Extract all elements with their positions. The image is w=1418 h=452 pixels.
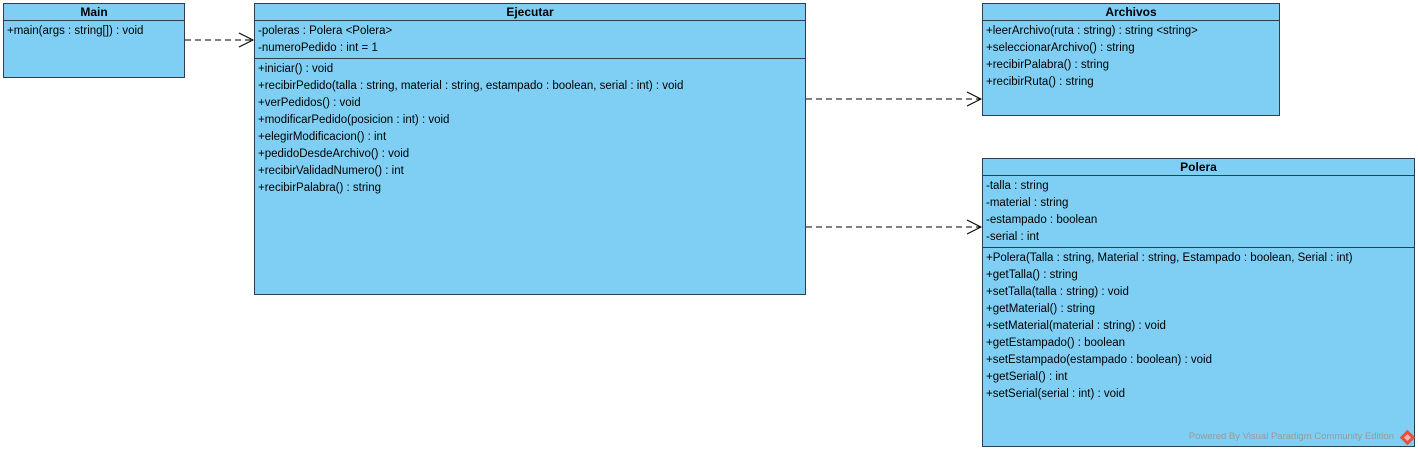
class-name-main: Main	[4, 4, 184, 21]
operation-row: +getSerial() : int	[986, 371, 1068, 383]
operation-row: +recibirPedido(talla : string, material …	[258, 80, 684, 92]
operation-row: +recibirValidadNumero() : int	[258, 165, 404, 177]
attribute-row: -talla : string	[986, 180, 1049, 192]
operation-row: +getMaterial() : string	[986, 303, 1095, 315]
class-name-archivos: Archivos	[983, 4, 1279, 21]
operations-compartment: +leerArchivo(ruta : string) : string <st…	[983, 21, 1279, 92]
operation-row: +setMaterial(material : string) : void	[986, 320, 1166, 332]
dependency-main-ejecutar	[185, 32, 255, 48]
operation-row: +getEstampado() : boolean	[986, 337, 1126, 349]
watermark-text: Powered By Visual Paradigm Community Edi…	[1188, 431, 1394, 442]
attribute-row: -material : string	[986, 197, 1069, 209]
operation-row: +recibirPalabra() : string	[258, 182, 382, 194]
attribute-row: -serial : int	[986, 231, 1040, 243]
class-name-ejecutar: Ejecutar	[255, 4, 805, 21]
operation-row: +setSerial(serial : int) : void	[986, 388, 1126, 400]
operation-row: +verPedidos() : void	[258, 97, 361, 109]
attribute-row: -estampado : boolean	[986, 214, 1098, 226]
operation-row: +leerArchivo(ruta : string) : string <st…	[986, 25, 1198, 37]
operation-row: +iniciar() : void	[258, 63, 334, 75]
class-polera[interactable]: Polera -talla : string -material : string…	[982, 158, 1415, 447]
attributes-compartment: -poleras : Polera <Polera> -numeroPedido …	[255, 21, 805, 59]
operations-compartment: +Polera(Talla : string, Material : strin…	[983, 248, 1414, 404]
operation-row: +elegirModificacion() : int	[258, 131, 387, 143]
dependency-ejecutar-archivos	[806, 91, 983, 107]
attribute-row: -poleras : Polera <Polera>	[258, 25, 393, 37]
attribute-row: -numeroPedido : int = 1	[258, 42, 378, 54]
operation-row: +recibirPalabra() : string	[986, 59, 1110, 71]
operations-compartment: +main(args : string[]) : void	[4, 21, 184, 41]
operation-row: +seleccionarArchivo() : string	[986, 42, 1135, 54]
operation-row: +main(args : string[]) : void	[7, 25, 144, 37]
operation-row: +recibirRuta() : string	[986, 76, 1094, 88]
class-archivos[interactable]: Archivos +leerArchivo(ruta : string) : s…	[982, 3, 1280, 116]
attributes-compartment: -talla : string -material : string -estamp…	[983, 176, 1414, 248]
operation-row: +getTalla() : string	[986, 269, 1078, 281]
dependency-ejecutar-polera	[806, 219, 983, 235]
operation-row: +pedidoDesdeArchivo() : void	[258, 148, 410, 160]
operation-row: +modificarPedido(posicion : int) : void	[258, 114, 450, 126]
class-main[interactable]: Main +main(args : string[]) : void	[3, 3, 185, 78]
operation-row: +Polera(Talla : string, Material : strin…	[986, 252, 1353, 264]
operations-compartment: +iniciar() : void +recibirPedido(talla : …	[255, 59, 805, 198]
operation-row: +setTalla(talla : string) : void	[986, 286, 1129, 298]
class-name-polera: Polera	[983, 159, 1414, 176]
operation-row: +setEstampado(estampado : boolean) : voi…	[986, 354, 1212, 366]
class-ejecutar[interactable]: Ejecutar -poleras : Polera <Polera> -nume…	[254, 3, 806, 295]
